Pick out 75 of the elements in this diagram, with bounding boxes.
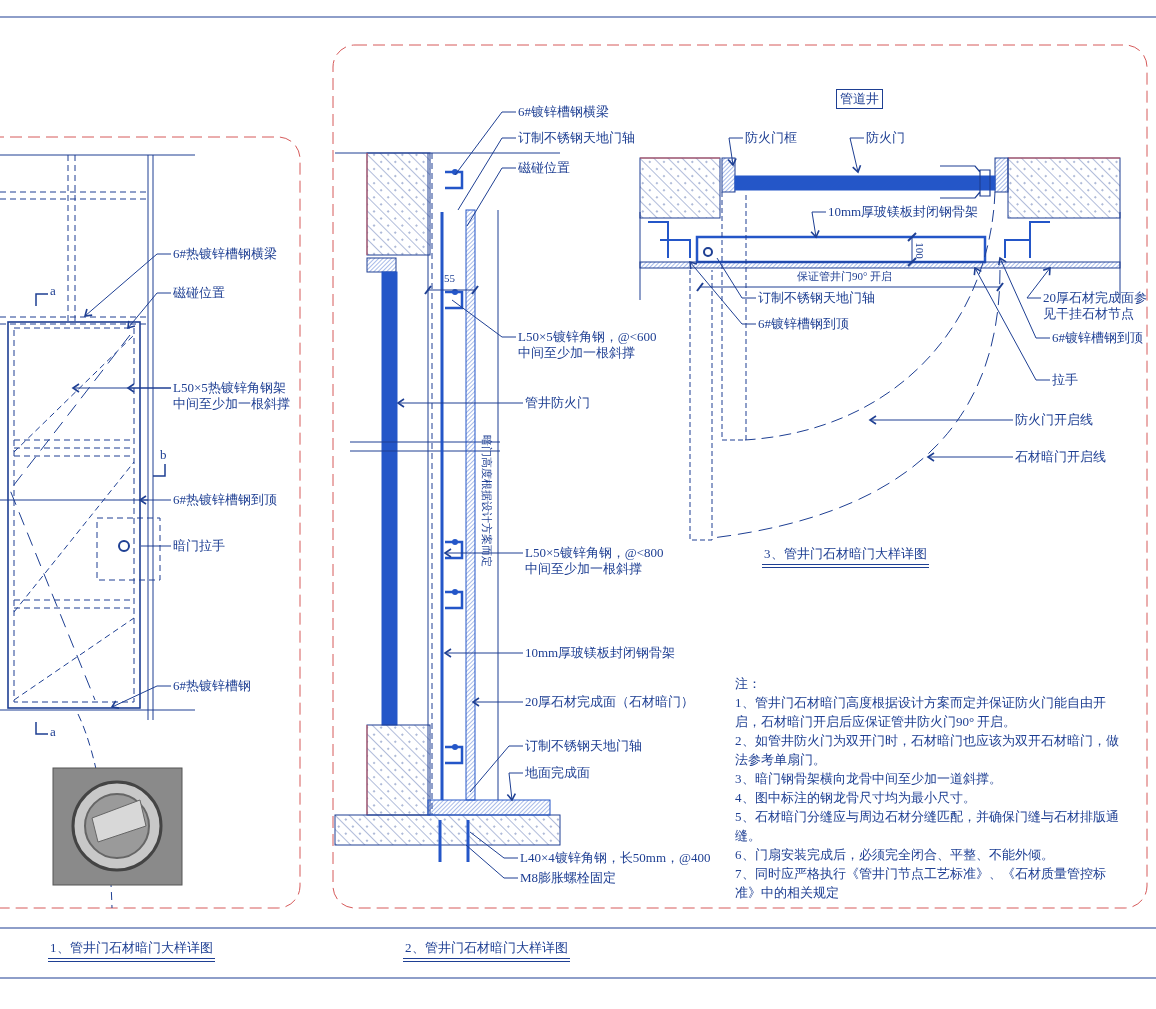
- leader-line: [716, 257, 757, 299]
- leader-line: [111, 685, 172, 709]
- callout-label: 防火门开启线: [1015, 412, 1093, 428]
- note-text: 6、门扇安装完成后，必须完全闭合、平整、不能外倾。: [735, 846, 1055, 864]
- callout-label: 拉手: [1052, 372, 1078, 388]
- leader-line: [927, 452, 1014, 462]
- section-label: a: [50, 283, 56, 299]
- leader-line: [465, 844, 519, 879]
- view-title: 1、管井门石材暗门大样详图: [48, 940, 215, 962]
- leader-line: [1026, 267, 1051, 299]
- callout-label: 订制不锈钢天地门轴: [518, 130, 635, 146]
- leader-line: [451, 299, 517, 338]
- leader-line: [466, 167, 517, 227]
- callout-label: 10mm厚玻镁板封闭钢骨架: [828, 204, 979, 220]
- callout-label: 管井防火门: [525, 395, 590, 411]
- callout-label: 6#镀锌槽钢到顶: [758, 316, 849, 332]
- callout-label: L40×4镀锌角钢，长50mm，@400: [520, 850, 711, 866]
- note-text: 1、管井门石材暗门高度根据设计方案而定并保证防火门能自由开启，石材暗门开启后应保证管井防火门90° 开启。: [735, 694, 1107, 731]
- section-label: b: [160, 447, 167, 463]
- leader-line: [469, 831, 519, 859]
- leader-line: [810, 211, 827, 238]
- dimension-label: 暗门高度根据设计方案而定: [479, 434, 493, 567]
- leader-line: [444, 548, 524, 558]
- leader-line: [127, 292, 172, 329]
- leader-line: [84, 253, 172, 317]
- callout-label: 石材暗门开启线: [1015, 449, 1106, 465]
- leader-line: [472, 697, 524, 707]
- callout-label: 订制不锈钢天地门轴: [758, 290, 875, 306]
- leader-line: [127, 383, 172, 393]
- leader-line: [689, 261, 757, 325]
- leader-line: [397, 398, 524, 408]
- callout-label: 地面完成面: [525, 765, 590, 781]
- callout-label: 防火门框: [745, 130, 797, 146]
- callout-label: 防火门: [866, 130, 905, 146]
- note-text: 5、石材暗门分缝应与周边石材分缝匹配，并确保门缝与石材排版通缝。: [735, 808, 1120, 845]
- leader-line: [139, 495, 172, 505]
- note-text: 3、暗门钢骨架横向龙骨中间至少加一道斜撑。: [735, 770, 1003, 788]
- dimension-label: 55: [444, 272, 455, 285]
- callout-label: 20厚石材完成面参见干挂石材节点: [1043, 290, 1153, 322]
- callout-label: 订制不锈钢天地门轴: [525, 738, 642, 754]
- leader-line: [444, 648, 524, 658]
- leader-line: [454, 111, 517, 176]
- callout-label: 6#热镀锌槽钢: [173, 678, 251, 694]
- view-title: 2、管井门石材暗门大样详图: [403, 940, 570, 962]
- leader-line: [869, 415, 1014, 425]
- callout-label: 暗门拉手: [173, 538, 225, 554]
- callout-label: 10mm厚玻镁板封闭钢骨架: [525, 645, 676, 661]
- leader-line: [849, 137, 865, 173]
- callout-label: 20厚石材完成面（石材暗门）: [525, 694, 694, 710]
- dimension-label: 100: [912, 242, 926, 259]
- callout-label: 6#热镀锌槽钢横梁: [173, 246, 277, 262]
- callout-label: 磁碰位置: [173, 285, 225, 301]
- callout-label: M8膨胀螺栓固定: [520, 870, 617, 886]
- note-text: 4、图中标注的钢龙骨尺寸均为最小尺寸。: [735, 789, 977, 807]
- view-title: 3、管井门石材暗门大样详图: [762, 546, 929, 568]
- note-text: 7、同时应严格执行《管井门节点工艺标准》、《石材质量管控标准》中的相关规定: [735, 865, 1107, 902]
- notes-heading: 注：: [735, 675, 762, 693]
- callout-label: L50×5镀锌角钢，@<600中间至少加一根斜撑: [518, 329, 666, 361]
- callout-label: 6#镀锌槽钢横梁: [518, 104, 609, 120]
- leader-line: [140, 545, 172, 547]
- callout-label: L50×5镀锌角钢，@<800中间至少加一根斜撑: [525, 545, 673, 577]
- callout-label: 磁碰位置: [518, 160, 570, 176]
- room-tag: 管道井: [836, 89, 883, 109]
- note-text: 2、如管井防火门为双开门时，石材暗门也应该为双开石材暗门，做法参考单扇门。: [735, 732, 1120, 769]
- dimension-label: 保证管井门90° 开启: [797, 270, 893, 283]
- leader-line: [998, 257, 1051, 339]
- callout-label: 6#镀锌槽钢到顶: [1052, 330, 1143, 346]
- leader-line: [506, 772, 524, 801]
- leader-line: [469, 745, 524, 793]
- callout-label: L50×5热镀锌角钢架中间至少加一根斜撑: [173, 380, 295, 412]
- section-label: a: [50, 724, 56, 740]
- callout-label: 6#热镀锌槽钢到顶: [173, 492, 277, 508]
- leader-line: [973, 267, 1051, 381]
- leader-line: [457, 137, 517, 211]
- leader-line: [727, 137, 744, 166]
